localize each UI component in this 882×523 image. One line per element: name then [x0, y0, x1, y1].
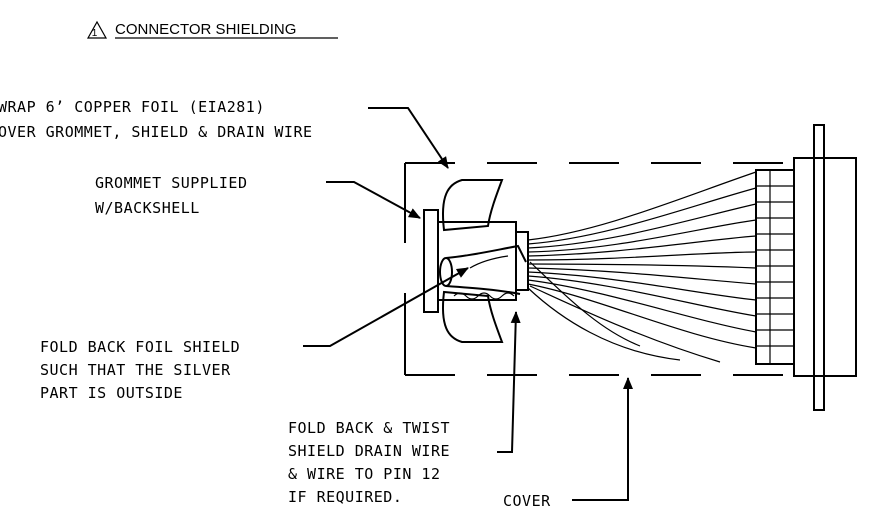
wire-10 — [527, 275, 757, 317]
leader-copper-foil — [368, 107, 449, 169]
callout-cover: COVER — [503, 377, 633, 510]
grommet — [423, 179, 529, 343]
callout-grommet-line-2: W/BACKSHELL — [95, 199, 200, 217]
callout-fold-foil: FOLD BACK FOIL SHIELD SUCH THAT THE SILV… — [40, 267, 469, 402]
wire-4 — [527, 219, 757, 253]
callout-grommet: GROMMET SUPPLIED W/BACKSHELL — [95, 174, 421, 219]
callout-drain-wire-line-1: FOLD BACK & TWIST — [288, 419, 450, 437]
wire-8 — [527, 267, 757, 285]
callout-cover-label: COVER — [503, 492, 551, 510]
wire-2 — [527, 187, 757, 245]
grommet-plate — [423, 209, 439, 313]
twisted-drain-wire — [453, 292, 515, 300]
callout-drain-wire-line-4: IF REQUIRED. — [288, 488, 402, 506]
foil-fold-bottom — [445, 285, 521, 295]
grommet-fin-bottom — [442, 290, 504, 343]
cable-shield — [439, 244, 527, 300]
callout-fold-foil-line-1: FOLD BACK FOIL SHIELD — [40, 338, 240, 356]
leader-drain-wire — [497, 311, 521, 453]
callout-copper-foil-line-2: OVER GROMMET, SHIELD & DRAIN WIRE — [0, 123, 313, 141]
connector-pin-block — [755, 169, 795, 365]
leader-cover — [572, 377, 633, 501]
wire-1 — [527, 171, 757, 241]
callout-drain-wire-line-3: & WIRE TO PIN 12 — [288, 465, 441, 483]
revision-flag-triangle — [86, 20, 108, 39]
connector-shell — [793, 124, 857, 411]
leader-grommet — [326, 181, 421, 219]
callout-copper-foil: WRAP 6’ COPPER FOIL (EIA281) OVER GROMME… — [0, 98, 449, 169]
section-title: 1 CONNECTOR SHIELDING — [86, 20, 338, 39]
cable-end — [439, 257, 453, 287]
wire-6 — [527, 251, 757, 261]
revision-flag-number: 1 — [92, 28, 98, 39]
leader-fold-foil — [303, 267, 469, 347]
callout-fold-foil-line-2: SUCH THAT THE SILVER — [40, 361, 231, 379]
wire-bundle — [527, 171, 757, 363]
foil-crease — [469, 255, 509, 269]
grommet-fin-top — [442, 179, 504, 232]
backshell-cover — [404, 162, 798, 376]
grommet-collar — [515, 231, 529, 291]
callout-drain-wire-line-2: SHIELD DRAIN WIRE — [288, 442, 450, 460]
wire-12 — [527, 283, 757, 349]
callout-grommet-line-1: GROMMET SUPPLIED — [95, 174, 248, 192]
wire-5 — [527, 235, 757, 257]
wire-15 — [529, 261, 641, 347]
wire-9 — [527, 271, 757, 301]
page-title: CONNECTOR SHIELDING — [115, 21, 296, 38]
callout-fold-foil-line-3: PART IS OUTSIDE — [40, 384, 183, 402]
callout-drain-wire: FOLD BACK & TWIST SHIELD DRAIN WIRE & WI… — [288, 311, 521, 506]
pin-block-outline — [755, 169, 795, 365]
callout-copper-foil-line-1: WRAP 6’ COPPER FOIL (EIA281) — [0, 98, 265, 116]
wire-13 — [529, 285, 721, 363]
wire-3 — [527, 203, 757, 249]
connector-flange — [813, 124, 825, 411]
wire-7 — [527, 263, 757, 269]
wire-11 — [527, 279, 757, 333]
wire-14 — [527, 287, 681, 361]
foil-fold-top — [445, 244, 527, 263]
